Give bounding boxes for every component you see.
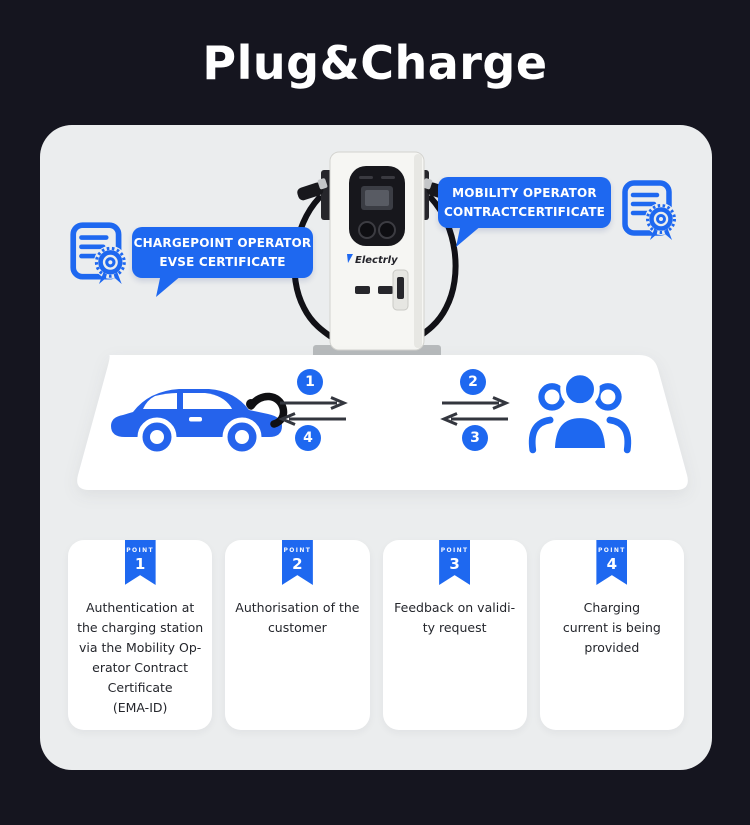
point-2-text: Authorisation of the customer	[235, 600, 360, 635]
flow-step-4-number: 4	[303, 430, 313, 446]
arrow-left-icon	[440, 412, 508, 426]
point-3-ribbon: POINT 3	[439, 540, 471, 585]
bubble-cpo-line2: EVSE CERTIFICATE	[159, 254, 286, 269]
flow-step-4-badge: 4	[295, 425, 321, 451]
point-4-text: Charging current is being provided	[562, 600, 661, 655]
point-label: POINT	[126, 547, 155, 554]
point-number: 4	[606, 555, 618, 573]
flow-step-2-badge: 2	[460, 369, 486, 395]
point-label: POINT	[440, 547, 469, 554]
points-row: POINT 1 Authentication at the charging s…	[68, 540, 684, 730]
flow-step-1-number: 1	[305, 374, 315, 390]
speech-bubble-cpo: CHARGEPOINT OPERATOR EVSE CERTIFICATE	[132, 227, 313, 278]
point-label: POINT	[283, 547, 312, 554]
point-2-ribbon: POINT 2	[281, 540, 313, 585]
point-1-ribbon: POINT 1	[124, 540, 156, 585]
bubble-cpo-line1: CHARGEPOINT OPERATOR	[133, 235, 312, 250]
point-number: 1	[134, 555, 146, 573]
point-4-ribbon: POINT 4	[596, 540, 628, 585]
bubble-mo-line2: CONTRACTCERTIFICATE	[443, 204, 606, 219]
bubble-mo-line1: MOBILITY OPERATOR	[452, 185, 597, 200]
flow-step-1-badge: 1	[297, 369, 323, 395]
point-number: 3	[449, 555, 460, 573]
speech-bubble-cpo-tail	[156, 275, 182, 297]
point-number: 2	[292, 555, 303, 573]
point-card-3: POINT 3 Feedback on validi- ty request	[382, 540, 527, 730]
ev-car-icon	[111, 389, 288, 457]
page-title: Plug&Charge	[202, 36, 548, 90]
brand-logo-text: Electrly	[355, 255, 398, 266]
arrow-right-icon	[280, 396, 348, 410]
arrow-right-icon	[442, 396, 510, 410]
flow-step-2-number: 2	[468, 374, 478, 390]
flow-band	[77, 355, 688, 490]
customers-group-icon	[528, 369, 632, 454]
certificate-icon-right	[622, 180, 677, 240]
flow-step-3-badge: 3	[462, 425, 488, 451]
point-label: POINT	[597, 547, 626, 554]
point-card-4: POINT 4 Charging current is being provid…	[539, 540, 684, 730]
brand-logo-mark	[347, 254, 353, 263]
point-3-text: Feedback on validi- ty request	[394, 600, 516, 635]
point-card-1: POINT 1 Authentication at the charging s…	[68, 540, 213, 730]
arrow-left-icon	[278, 412, 346, 426]
main-panel: Electrly CHARGEPOINT OPERATOR EVSE CERTI…	[40, 125, 712, 770]
point-card-2: POINT 2 Authorisation of the customer	[225, 540, 370, 730]
speech-bubble-mo: MOBILITY OPERATOR CONTRACTCERTIFICATE	[438, 177, 611, 228]
certificate-icon-left	[70, 222, 127, 284]
connector-handle-left	[297, 178, 328, 201]
point-1-text: Authentication at the charging station v…	[77, 600, 204, 715]
charging-plug-cable	[247, 392, 288, 428]
flow-step-3-number: 3	[470, 430, 480, 446]
